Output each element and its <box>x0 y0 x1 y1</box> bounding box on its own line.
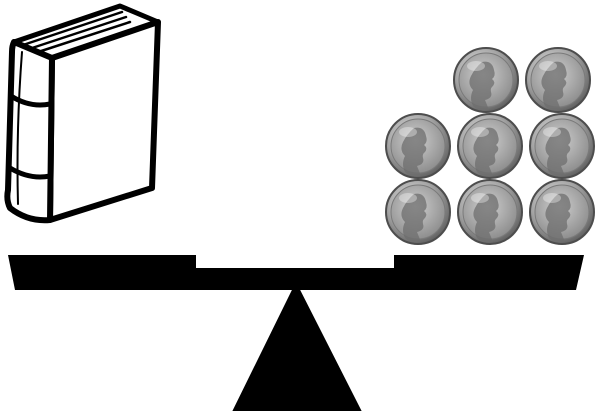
penny-coin-icon <box>457 113 523 179</box>
coin-stack <box>385 47 595 245</box>
penny-coin-icon <box>529 113 595 179</box>
penny-coin-icon <box>385 113 451 179</box>
penny-coin-icon <box>453 47 519 113</box>
book-icon <box>4 3 161 224</box>
balance-beam-icon <box>8 255 584 290</box>
penny-coin-icon <box>457 179 523 245</box>
triangle-fulcrum-icon <box>232 281 362 411</box>
penny-coin-icon <box>385 179 451 245</box>
penny-coin-icon <box>529 179 595 245</box>
penny-coin-icon <box>525 47 591 113</box>
